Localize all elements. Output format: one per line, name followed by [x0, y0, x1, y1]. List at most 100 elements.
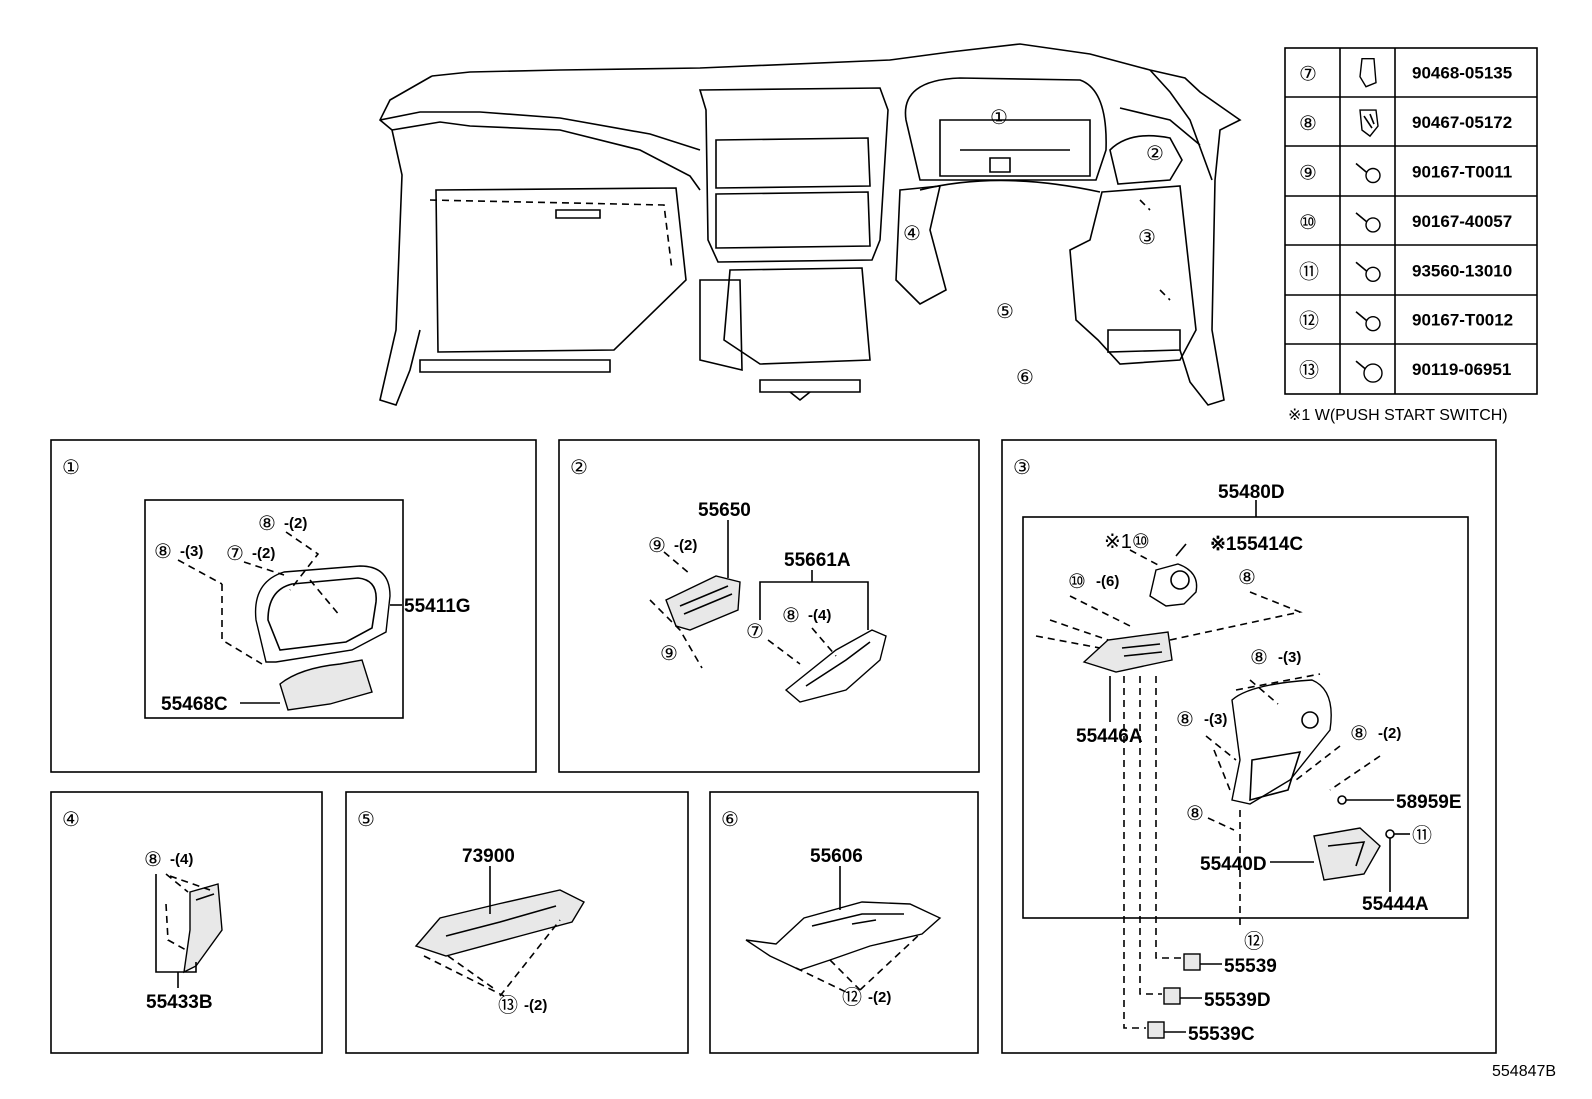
knee-airbag-73900 [414, 889, 585, 957]
svg-text:⑦: ⑦ [226, 543, 244, 565]
svg-text:⑧: ⑧ [144, 849, 162, 871]
fastener-row: ⑨ 90167-T0011 [1299, 163, 1512, 185]
svg-text:⑫: ⑫ [842, 986, 862, 1009]
svg-text:⑧: ⑧ [258, 513, 276, 535]
fastener-part-number: 90167-T0011 [1412, 163, 1512, 182]
panel-6-label: ⑥ [721, 809, 739, 831]
callout-1: ① [990, 107, 1008, 129]
svg-text:⑫: ⑫ [1244, 930, 1264, 953]
svg-text:⑨: ⑨ [660, 643, 678, 665]
fastener-part-number: 93560-13010 [1412, 261, 1512, 280]
callout-2: ② [1146, 143, 1164, 165]
fastener-row: ⑫ 90167-T0012 [1299, 310, 1513, 333]
svg-text:※1⑩: ※1⑩ [1104, 531, 1150, 553]
panel-5: ⑤ 73900 ⑬ -(2) [345, 791, 689, 1054]
reinforcement-55606 [745, 901, 942, 971]
svg-text:⑪: ⑪ [1412, 824, 1432, 847]
fastener-row: ⑪ 93560-13010 [1299, 260, 1512, 283]
panel-5-label: ⑤ [357, 809, 375, 831]
svg-text:-(3): -(3) [1278, 649, 1301, 666]
part-55661A: 55661A [784, 550, 851, 571]
svg-text:⑩: ⑩ [1068, 571, 1086, 593]
meter-hood [254, 565, 391, 663]
svg-text:-(2): -(2) [252, 545, 275, 562]
panel-4: ④ ⑧ -(4) 55433B [50, 791, 323, 1054]
callout-6: ⑥ [1016, 367, 1034, 389]
vent-55650 [665, 575, 741, 631]
svg-text:-(2): -(2) [524, 997, 547, 1014]
part-55480D: 55480D [1218, 482, 1285, 503]
svg-text:-(4): -(4) [170, 851, 193, 868]
clip-55539 [1183, 953, 1201, 971]
push-start-note: ※1 W(PUSH START SWITCH) [1288, 407, 1508, 424]
fastener-ref: ⑬ [1299, 359, 1319, 382]
part-55539D: 55539D [1204, 990, 1271, 1011]
fastener-ref: ⑨ [1299, 163, 1317, 185]
screw-icon [1355, 162, 1381, 184]
part-55444A: 55444A [1362, 894, 1429, 915]
screw-icon [1355, 261, 1381, 282]
diagram-code: 554847B [1492, 1063, 1556, 1080]
screw-icon [1355, 311, 1381, 332]
svg-text:⑧: ⑧ [1186, 803, 1204, 825]
part-55411G: 55411G [404, 596, 471, 617]
box-55444A [1313, 827, 1381, 881]
svg-text:⑧: ⑧ [1350, 723, 1368, 745]
svg-text:-(2): -(2) [284, 515, 307, 532]
dashboard-overview [379, 43, 1242, 406]
svg-text:⑦: ⑦ [746, 621, 764, 643]
switch-panel-55446A [1082, 631, 1173, 673]
svg-text:⑧: ⑧ [1238, 567, 1256, 589]
svg-text:-(3): -(3) [180, 543, 203, 560]
callout-5: ⑤ [996, 301, 1014, 323]
fastener-part-number: 90167-40057 [1412, 212, 1512, 231]
fastener-part-number: 90119-06951 [1412, 360, 1511, 379]
part-55539: 55539 [1224, 956, 1277, 977]
panel-4-label: ④ [62, 809, 80, 831]
panel-3: ③ 55480D ※1⑩ ※155414C ⑩ -(6) ⑧ 55446A ⑧ … [1001, 439, 1497, 1054]
callout-4: ④ [903, 223, 921, 245]
callout-3: ③ [1138, 227, 1156, 249]
clip-55539C [1147, 1021, 1165, 1039]
part-55433B: 55433B [146, 992, 213, 1013]
fastener-part-number: 90467-05172 [1412, 113, 1512, 132]
svg-text:⑬: ⑬ [498, 994, 518, 1017]
part-55606: 55606 [810, 846, 863, 867]
fastener-ref: ⑪ [1299, 260, 1319, 283]
clip-55539D [1163, 987, 1181, 1005]
fastener-part-number: 90167-T0012 [1412, 311, 1513, 330]
part-55414C: ※155414C [1210, 534, 1303, 555]
part-58959E: 58959E [1396, 792, 1462, 813]
panel-1-label: ① [62, 457, 80, 479]
fastener-row: ⑩ 90167-40057 [1299, 212, 1512, 234]
fastener-ref: ⑩ [1299, 212, 1317, 234]
part-55440D: 55440D [1200, 854, 1267, 875]
panel-6: ⑥ 55606 ⑫ -(2) [709, 791, 979, 1054]
fastener-ref: ⑫ [1299, 310, 1319, 333]
svg-text:⑧: ⑧ [154, 541, 172, 563]
svg-text:-(6): -(6) [1096, 573, 1119, 590]
svg-text:-(2): -(2) [868, 989, 891, 1006]
fastener-ref: ⑧ [1299, 113, 1317, 135]
panel-2-label: ② [570, 457, 588, 479]
svg-text:-(2): -(2) [674, 537, 697, 554]
panel-1: ① 55411G 55468C ⑧ -(2) ⑧ -(3) ⑦ -(2) [50, 439, 537, 773]
push-clip-icon [1359, 109, 1379, 138]
overview-callouts: ① ② ③ ④ ⑤ ⑥ [903, 107, 1164, 389]
svg-text:⑧: ⑧ [782, 605, 800, 627]
fastener-row: ⑧ 90467-05172 [1299, 109, 1512, 138]
part-73900: 73900 [462, 846, 515, 867]
svg-text:-(4): -(4) [808, 607, 831, 624]
svg-text:⑧: ⑧ [1176, 709, 1194, 731]
meter-lower-panel [279, 659, 373, 711]
svg-text:⑧: ⑧ [1250, 647, 1268, 669]
lower-finish-panel [1231, 679, 1332, 805]
part-55539C: 55539C [1188, 1024, 1255, 1045]
fastener-ref: ⑦ [1299, 64, 1317, 86]
svg-text:⑨: ⑨ [648, 535, 666, 557]
svg-text:-(3): -(3) [1204, 711, 1227, 728]
screw-icon [1355, 212, 1381, 233]
